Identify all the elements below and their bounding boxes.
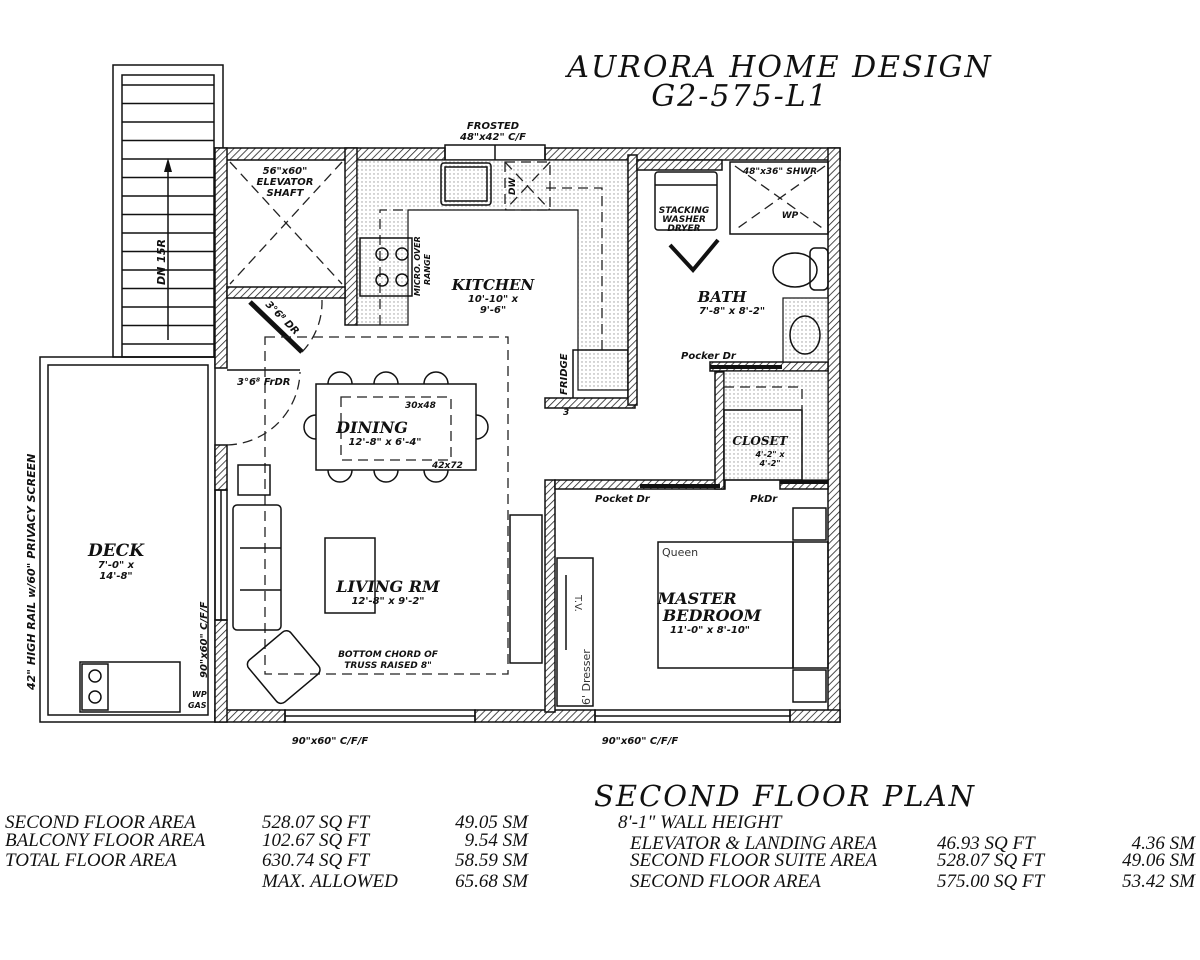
area-label: BALCONY FLOOR AREA: [5, 830, 206, 851]
bath: STACKING WASHER DRYER 48"x36" SHWR WP BA…: [654, 161, 829, 369]
kitchen: DW MICRO. OVER RANGE KITCHEN 10'-10" x 9…: [356, 159, 636, 418]
closet-name: CLOSET: [732, 434, 788, 448]
area-label: SECOND FLOOR SUITE AREA: [630, 850, 878, 871]
title-line1: AURORA HOME DESIGN: [564, 50, 992, 85]
front-door-label: 3°6⁸ FrDR: [237, 377, 290, 388]
closet-dim1: 4'-2" x: [754, 450, 785, 459]
deck-dim2: 14'-8": [99, 571, 132, 582]
area-sm: 4.36 SM: [1132, 833, 1197, 854]
master-name2: BEDROOM: [662, 606, 763, 625]
shower-wp-label: WP: [782, 211, 799, 221]
gas-label: GAS: [188, 701, 207, 710]
closet-pocket-door-label: PkDr: [750, 494, 778, 505]
dining-living: 30x48 42x72 DINING 12'-8" x 6'-4" LIVING…: [232, 336, 543, 705]
bedroom-pocket-door-label: Pocket Dr: [595, 494, 651, 505]
closet: CLOSET 4'-2" x 4'-2": [640, 370, 829, 488]
dining-chair: [303, 414, 317, 440]
table-size-small: 30x48: [405, 401, 436, 411]
area-sm: 53.42 SM: [1122, 871, 1196, 892]
elevator-shaft: 56"x60" ELEVATOR SHAFT 3°6⁸ DR 3°6⁸ FrDR: [226, 147, 358, 446]
area-sqft: 528.07 SQ FT: [937, 850, 1046, 871]
area-table-left: SECOND FLOOR AREA 528.07 SQ FT 49.05 SM BAL…: [5, 812, 529, 892]
area-sqft: 46.93 SQ FT: [937, 833, 1036, 854]
micro-label: MICRO. OVER: [413, 236, 422, 296]
dining-chair: [327, 469, 353, 483]
area-sqft: MAX. ALLOWED: [261, 871, 398, 892]
elevator-label: ELEVATOR: [257, 177, 314, 188]
master-name1: MASTER: [656, 589, 736, 608]
area-label: ELEVATOR & LANDING AREA: [629, 833, 877, 854]
window-frosted-size: 48"x42" C/F: [459, 132, 526, 143]
bath-dim: 7'-8" x 8'-2": [699, 306, 765, 317]
area-sqft: 102.67 SQ FT: [262, 830, 371, 851]
truss-note2: TRUSS RAISED 8": [344, 661, 432, 671]
dining-chair: [327, 371, 353, 385]
area-sm: 49.05 SM: [455, 812, 529, 833]
truss-note1: BOTTOM CHORD OF: [338, 650, 439, 660]
master-dim: 11'-0" x 8'-10": [670, 625, 750, 636]
living-name: LIVING RM: [335, 577, 441, 596]
area-sm: 65.68 SM: [455, 871, 529, 892]
washer-label1: STACKING: [659, 206, 709, 216]
closet-dim2: 4'-2": [758, 459, 780, 468]
dresser-label: 6' Dresser: [580, 649, 593, 705]
deck: 42" HIGH RAIL w/60" PRIVACY SCREEN DECK …: [25, 356, 216, 723]
window-label-bedroom: 90"x60" C/F/F: [602, 736, 679, 747]
living-dim: 12'-8" x 9'-2": [351, 596, 424, 607]
area-sqft: 528.07 SQ FT: [262, 812, 371, 833]
dining-dim: 12'-8" x 6'-4": [348, 437, 421, 448]
tv-label: T.V.: [572, 594, 583, 612]
dining-name: DINING: [335, 418, 408, 437]
exterior-walls: [214, 144, 841, 723]
area-sqft: 630.74 SQ FT: [262, 850, 371, 871]
deck-name: DECK: [87, 541, 145, 561]
area-sqft: 575.00 SQ FT: [937, 871, 1046, 892]
area-table-right: ELEVATOR & LANDING AREA 46.93 SQ FT 4.36 S…: [629, 833, 1196, 892]
area-sm: 9.54 SM: [465, 830, 530, 851]
table-size-large: 42x72: [431, 461, 463, 471]
dining-chair: [423, 371, 449, 385]
washer-label2: WASHER: [662, 215, 706, 225]
dining-chair: [475, 414, 489, 440]
dining-chair: [373, 469, 399, 483]
dishwasher-label: DW: [508, 177, 518, 195]
area-label: SECOND FLOOR AREA: [5, 812, 196, 833]
stairs: DN 15R: [112, 64, 224, 358]
wp-label: WP: [192, 690, 207, 699]
bed-label: Queen: [662, 546, 698, 559]
fridge-number: 3: [563, 408, 569, 418]
window-frosted-label: FROSTED: [467, 121, 519, 132]
plan-title: SECOND FLOOR PLAN: [594, 779, 976, 813]
shower-label: 48"x36" SHWR: [742, 167, 817, 177]
range-label: RANGE: [423, 253, 432, 285]
title-line2: G2-575-L1: [651, 79, 829, 114]
elevator-size: 56"x60": [263, 166, 308, 177]
wall-height: 8'-1" WALL HEIGHT: [618, 812, 783, 833]
kitchen-dim2: 9'-6": [480, 305, 506, 316]
window-label-side: 90"x60" C/F/F: [199, 601, 210, 678]
area-sm: 49.06 SM: [1122, 850, 1196, 871]
washer-label3: DRYER: [667, 224, 700, 234]
window-label-living: 90"x60" C/F/F: [292, 736, 369, 747]
rail-label: 42" HIGH RAIL w/60" PRIVACY SCREEN: [25, 454, 38, 691]
fridge-label: FRIDGE: [559, 353, 570, 395]
area-sm: 58.59 SM: [455, 850, 529, 871]
elevator-label2: SHAFT: [267, 188, 305, 199]
area-label: SECOND FLOOR AREA: [630, 871, 821, 892]
kitchen-name: KITCHEN: [451, 276, 536, 294]
master-bedroom: Pocket Dr PkDr Queen MASTER BEDROOM 11'-…: [556, 494, 829, 707]
dining-chair: [373, 371, 399, 385]
stair-label: DN 15R: [155, 239, 168, 285]
bath-pocket-door-label: Pocker Dr: [681, 351, 737, 362]
deck-dim1: 7'-0" x: [98, 560, 135, 571]
kitchen-dim1: 10'-10" x: [468, 294, 519, 305]
area-label: TOTAL FLOOR AREA: [5, 850, 177, 871]
bath-name: BATH: [697, 288, 748, 306]
dining-chair: [423, 469, 449, 483]
